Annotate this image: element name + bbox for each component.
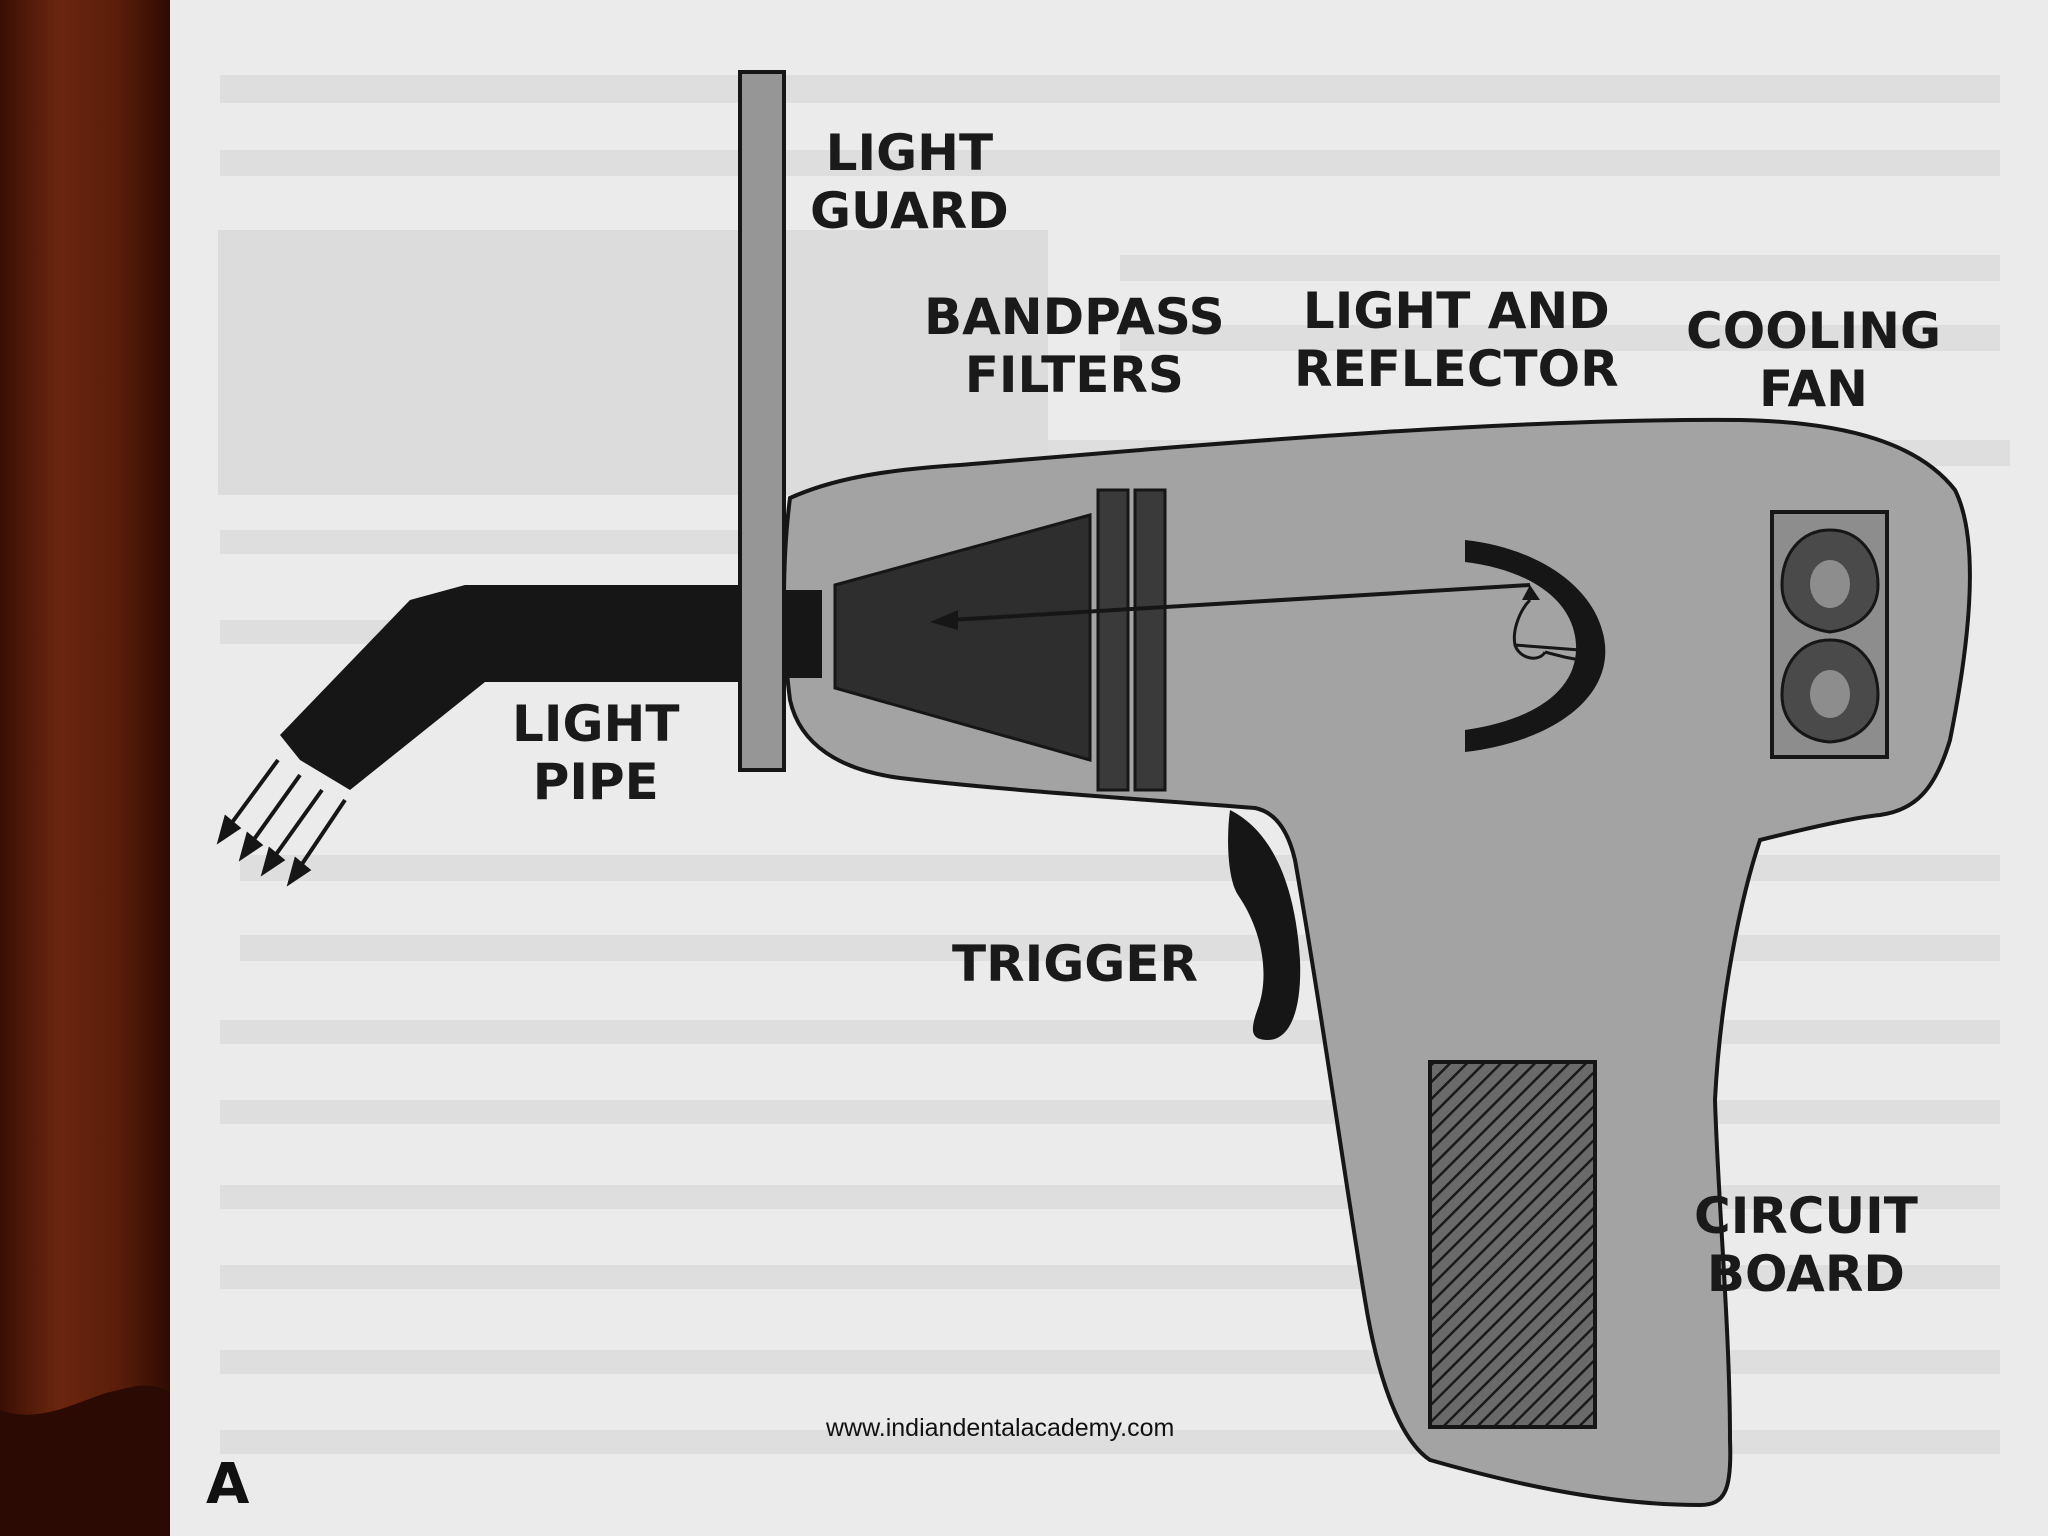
curing-light-diagram [216, 70, 2010, 1508]
label-light-pipe: LIGHT PIPE [512, 695, 679, 811]
label-light-pipe-line1: LIGHT [512, 695, 680, 753]
label-circuit-board-line2: BOARD [1706, 1245, 1905, 1303]
light-cone [833, 513, 1092, 762]
diagram-area [170, 0, 2048, 1536]
label-light-guard-line2: GUARD [810, 182, 1009, 240]
label-cooling-fan-line1: COOLING [1686, 302, 1942, 360]
circuit-board [1428, 1060, 1597, 1429]
background-gray-band [218, 230, 1048, 495]
label-bandpass-filters-line1: BANDPASS [924, 288, 1225, 346]
cooling-fan [1770, 510, 1889, 759]
label-bandpass-filters: BANDPASS FILTERS [924, 288, 1225, 404]
label-trigger: TRIGGER [952, 935, 1198, 993]
label-light-guard: LIGHT GUARD [810, 124, 1009, 240]
label-cooling-fan-line2: FAN [1759, 360, 1869, 418]
trigger [1228, 810, 1301, 1040]
emitted-light-arrows [216, 758, 347, 887]
label-trigger-text: TRIGGER [952, 935, 1198, 993]
label-circuit-board-line1: CIRCUIT [1694, 1187, 1918, 1245]
watermark-url: www.indiandentalacademy.com [826, 1414, 1175, 1442]
light-pipe [280, 585, 765, 790]
label-light-pipe-line2: PIPE [532, 753, 659, 811]
label-circuit-board: CIRCUIT BOARD [1694, 1187, 1918, 1303]
label-light-and-reflector-line2: REFLECTOR [1294, 340, 1619, 398]
figure-letter: A [206, 1452, 250, 1517]
light-guard [738, 70, 786, 772]
bandpass-filter-1 [1096, 488, 1130, 792]
decorative-left-bar [0, 0, 170, 1536]
reflector [1465, 540, 1606, 752]
light-ray-arrow [930, 583, 1540, 630]
label-bandpass-filters-line2: FILTERS [964, 346, 1184, 404]
label-cooling-fan: COOLING FAN [1686, 302, 1941, 418]
label-light-and-reflector-line1: LIGHT AND [1302, 282, 1610, 340]
bandpass-filter-2 [1133, 488, 1167, 792]
label-light-guard-line1: LIGHT [825, 124, 994, 182]
label-light-and-reflector: LIGHT AND REFLECTOR [1294, 282, 1619, 398]
lamp-filament [1512, 598, 1586, 662]
